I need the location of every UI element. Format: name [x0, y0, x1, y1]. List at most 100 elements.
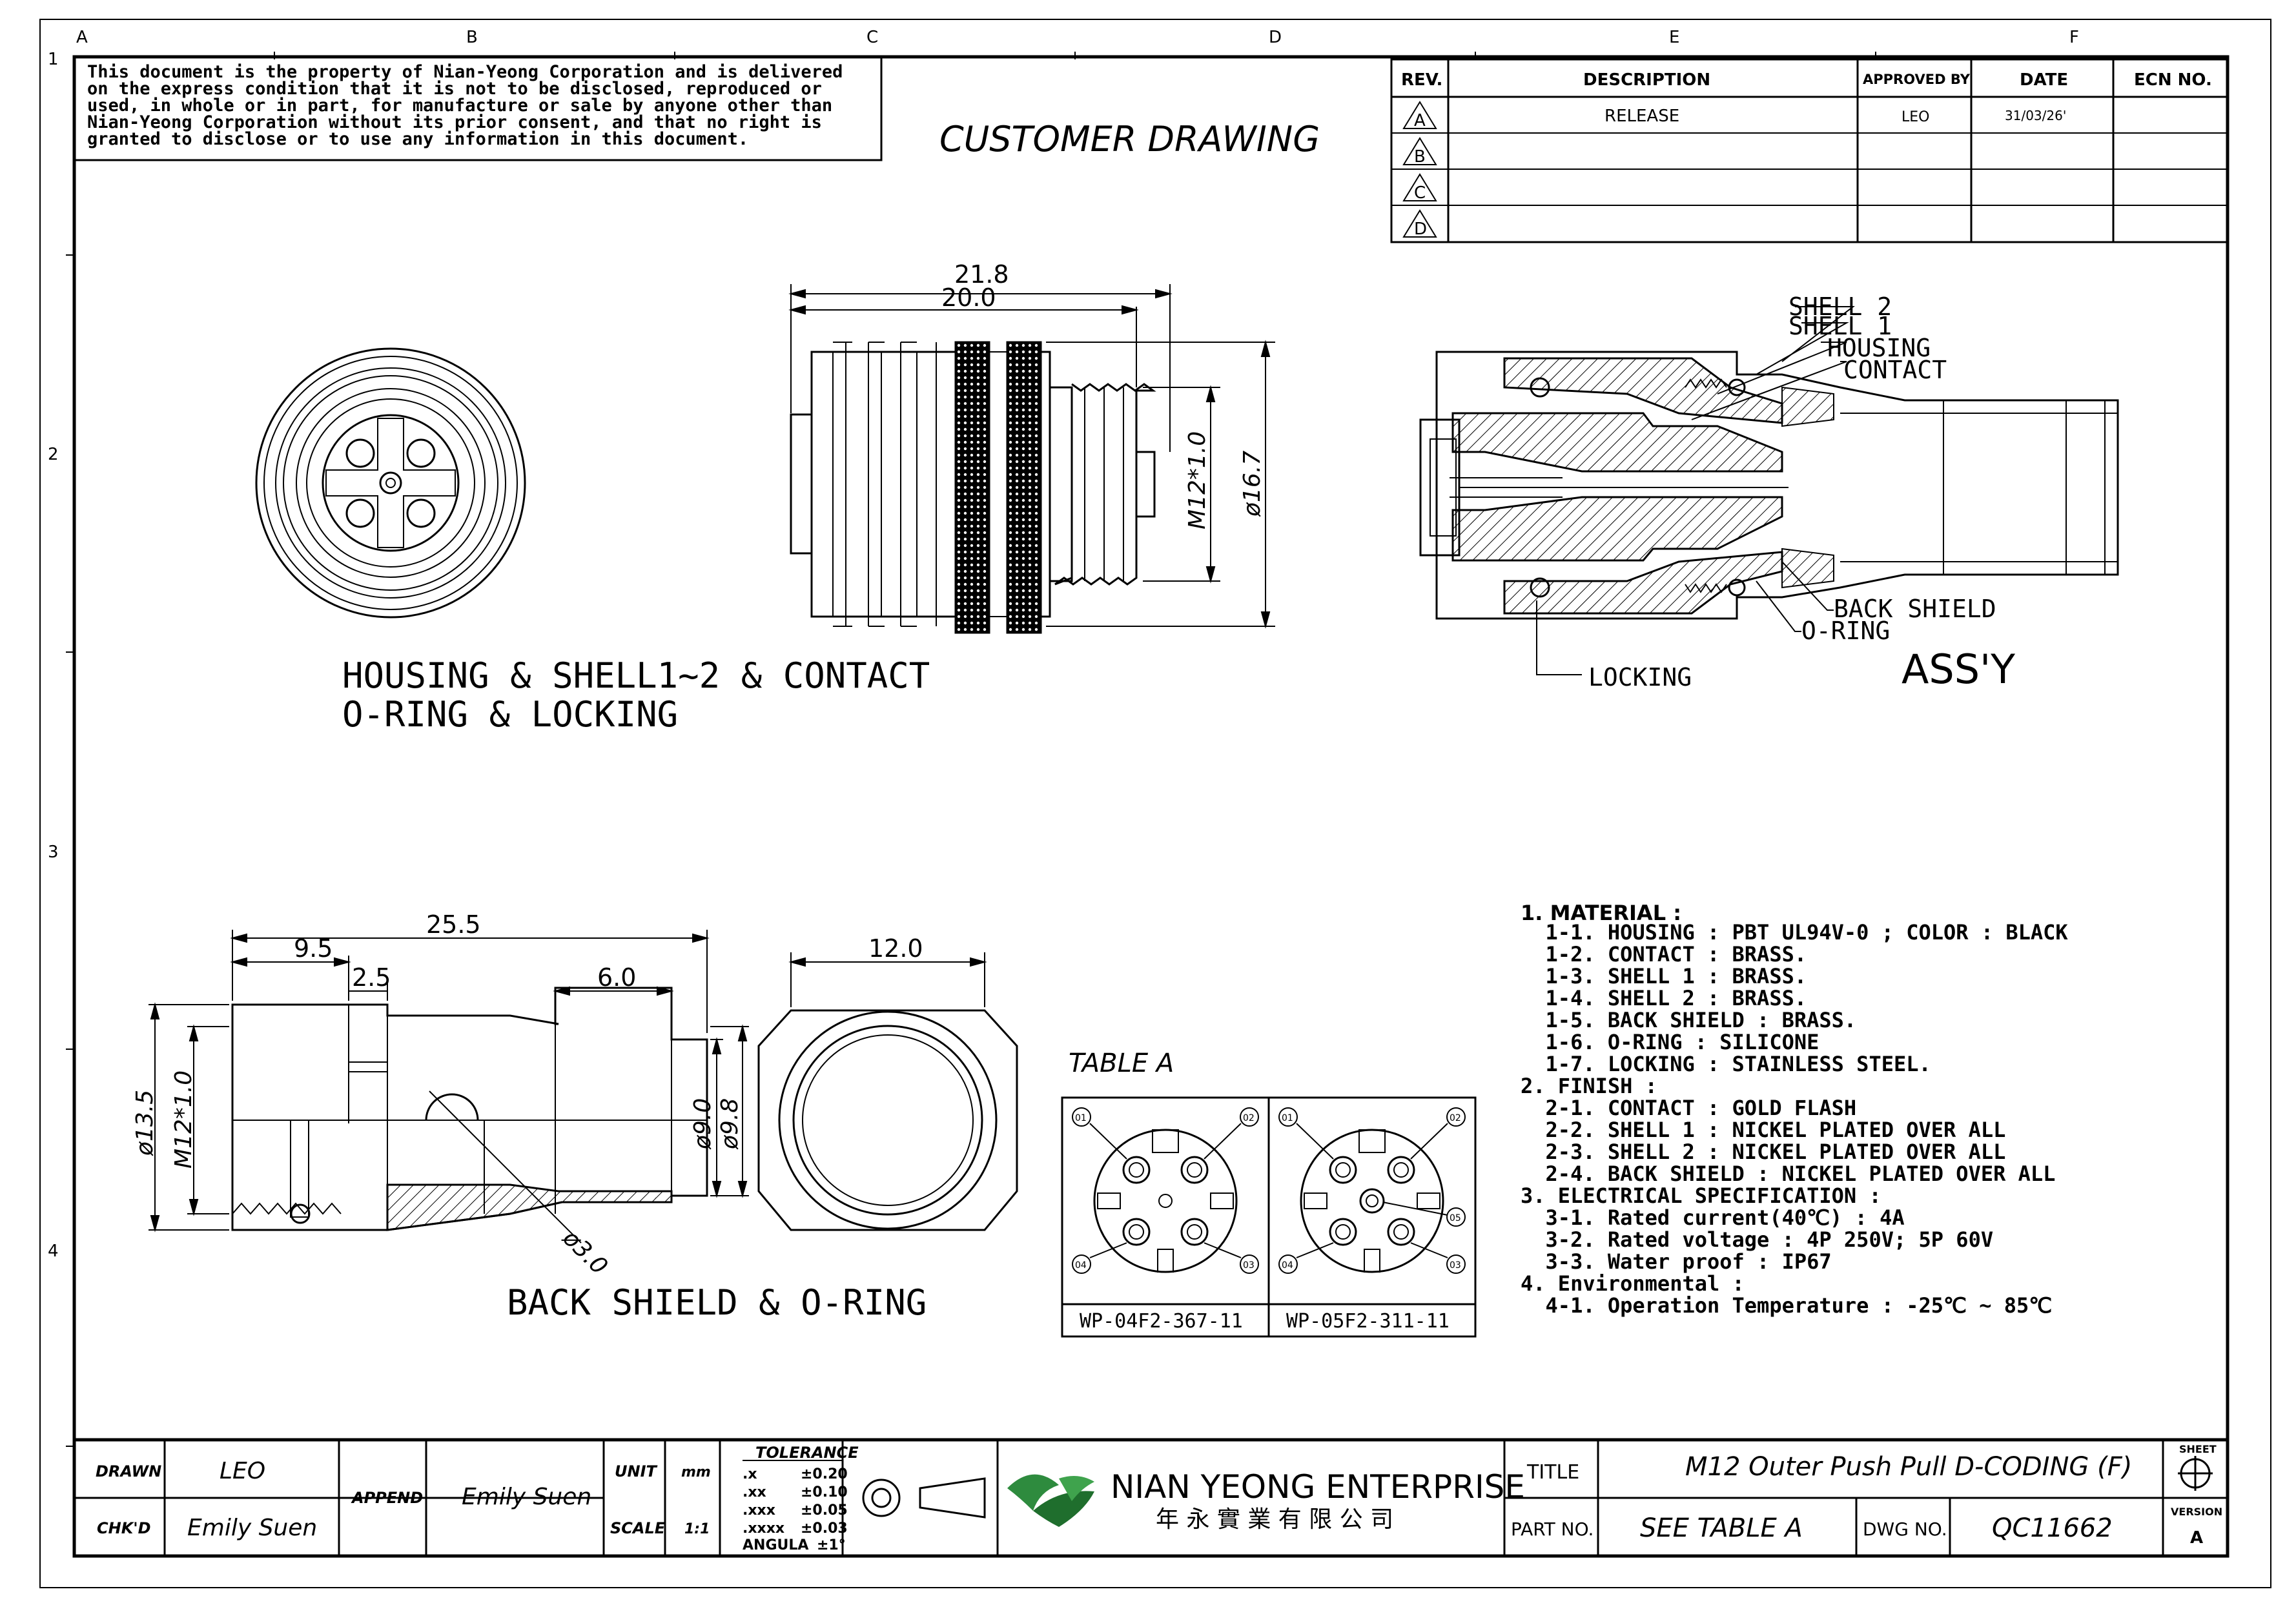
part-label: PART NO. — [1511, 1519, 1594, 1540]
title-label: TITLE — [1526, 1461, 1579, 1484]
tol-key: .x — [743, 1466, 757, 1482]
rev-c: C — [1414, 183, 1426, 203]
company-name-cn: 年 永 實 業 有 限 公 司 — [1156, 1506, 1393, 1533]
outer-frame — [39, 19, 2271, 1588]
dim-12-0: 12.0 — [868, 934, 923, 963]
rev-b: B — [1414, 147, 1426, 167]
spec-line: 1-5. BACK SHIELD : BRASS. — [1521, 1008, 1856, 1032]
side-view: 21.8 20.0 M12*1.0 ø16.7 — [788, 260, 1275, 634]
spec-line: 1. MATERIAL : — [1521, 901, 1681, 925]
header-title: CUSTOMER DRAWING — [939, 119, 1320, 159]
scale-value: 1:1 — [684, 1521, 710, 1537]
dim-21-8: 21.8 — [954, 260, 1009, 289]
rev-a-approved: LEO — [1901, 109, 1929, 125]
sheet-icon — [2178, 1456, 2213, 1491]
part-value: SEE TABLE A — [1640, 1513, 1803, 1543]
notice-text: This document is the property of Nian-Ye… — [87, 62, 843, 149]
hex-view: 12.0 — [757, 934, 1018, 1231]
append-value: Emily Suen — [462, 1484, 591, 1510]
notice-line: on the express condition that it is not … — [87, 79, 822, 99]
notice-line: granted to disclose or to use any inform… — [87, 129, 748, 149]
row-4: 4 — [48, 1242, 59, 1261]
notice-line: Nian-Yeong Corporation without its prior… — [87, 112, 822, 132]
rev-header: REV. — [1401, 70, 1442, 90]
tol-val: ±0.05 — [801, 1502, 848, 1519]
assy-section: SHELL 2 SHELL 1 HOUSING CONTACT BACK SHI… — [1419, 292, 2119, 693]
grid-markers: A B C D E F 1 2 3 4 — [48, 28, 2079, 1447]
spec-line: 2-4. BACK SHIELD : NICKEL PLATED OVER AL… — [1521, 1162, 2055, 1186]
spec-line: 2. FINISH : — [1521, 1074, 1657, 1098]
spec-line: 1-6. O-RING : SILICONE — [1521, 1030, 1819, 1054]
col-b: B — [466, 28, 478, 47]
drawn-label: DRAWN — [96, 1462, 161, 1480]
title-value: M12 Outer Push Pull D-CODING (F) — [1685, 1452, 2132, 1482]
table-a-part-4p: WP-04F2-367-11 — [1080, 1310, 1243, 1333]
scale-label: SCALE — [610, 1519, 666, 1537]
company-name: NIAN YEONG ENTERPRISE — [1111, 1468, 1525, 1506]
top-caption-line2: O-RING & LOCKING — [342, 694, 678, 735]
row-2: 2 — [48, 445, 59, 464]
tol-val: ±1° — [817, 1537, 846, 1553]
approved-header: APPROVED BY — [1863, 72, 1971, 87]
spec-line: 3-3. Water proof : IP67 — [1521, 1249, 1832, 1274]
title-block: DRAWN LEO CHK'D Emily Suen APPEND Emily … — [72, 1438, 2229, 1558]
drawn-value: LEO — [220, 1458, 265, 1484]
assy-label-shell1: SHELL 1 — [1789, 312, 1892, 340]
dim-d16-7: ø16.7 — [1239, 451, 1266, 517]
bottom-caption: BACK SHIELD & O-RING — [507, 1282, 927, 1323]
row-3: 3 — [48, 843, 59, 862]
dim-20-0: 20.0 — [941, 283, 996, 312]
tolerance-title: TOLERANCE — [755, 1444, 859, 1462]
assy-label-shell2: SHELL 2 — [1789, 292, 1892, 321]
sheet-label: SHEET — [2179, 1443, 2217, 1455]
dwg-label: DWG NO. — [1863, 1519, 1947, 1540]
dim-9-5: 9.5 — [294, 934, 333, 963]
tol-val: ±0.03 — [801, 1520, 848, 1537]
dim-d13-5: ø13.5 — [132, 1090, 158, 1156]
pin-label: 04 — [1282, 1260, 1293, 1271]
notice-line: used, in whole or in part, for manufactu… — [87, 96, 832, 116]
col-e: E — [1669, 28, 1679, 47]
chkd-value: Emily Suen — [187, 1515, 317, 1541]
tol-val: ±0.20 — [801, 1466, 848, 1482]
chkd-label: CHK'D — [97, 1519, 151, 1537]
pinout-4p: 01 02 03 04 — [1072, 1107, 1259, 1274]
front-view — [255, 347, 526, 619]
spec-line: 1-7. LOCKING : STAINLESS STEEL. — [1521, 1052, 1931, 1076]
dim-m12-thread: M12*1.0 — [1184, 431, 1211, 529]
spec-line: 3-1. Rated current(40℃) : 4A — [1521, 1205, 1905, 1230]
spec-line: 2-3. SHELL 2 : NICKEL PLATED OVER ALL — [1521, 1140, 2005, 1164]
version-value: A — [2190, 1528, 2203, 1548]
table-a-part-5p: WP-05F2-311-11 — [1286, 1310, 1450, 1333]
spec-line: 2-1. CONTACT : GOLD FLASH — [1521, 1096, 1856, 1120]
col-d: D — [1269, 28, 1282, 47]
projection-symbol-icon — [862, 1477, 986, 1519]
dwg-value: QC11662 — [1992, 1513, 2113, 1543]
rev-d: D — [1414, 220, 1427, 239]
notice-box — [73, 56, 883, 161]
table-a-title: TABLE A — [1069, 1049, 1174, 1078]
assy-title: ASS'Y — [1901, 646, 2015, 693]
spec-line: 1-3. SHELL 1 : BRASS. — [1521, 964, 1807, 988]
pinout-5p: 01 02 03 04 05 — [1278, 1107, 1466, 1274]
pin-label: 02 — [1243, 1113, 1255, 1123]
notice-line: This document is the property of Nian-Ye… — [87, 62, 843, 82]
assy-label-housing: HOUSING — [1827, 334, 1931, 362]
dim-d9-8: ø9.8 — [717, 1098, 743, 1150]
assy-label-back-shield: BACK SHIELD — [1834, 595, 1996, 623]
assy-label-o-ring: O-RING — [1801, 617, 1890, 645]
description-header: DESCRIPTION — [1583, 70, 1710, 90]
rev-a-date: 31/03/26' — [2005, 108, 2066, 123]
pin-label: 03 — [1243, 1260, 1255, 1271]
date-header: DATE — [2020, 70, 2068, 90]
spec-line: 1-4. SHELL 2 : BRASS. — [1521, 986, 1807, 1010]
spec-line: 4-1. Operation Temperature : -25℃ ~ 85℃ — [1521, 1293, 2052, 1318]
tol-key: .xx — [743, 1484, 766, 1500]
revision-table: REV. DESCRIPTION APPROVED BY DATE ECN NO… — [1390, 58, 2229, 243]
rev-a-description: RELEASE — [1604, 107, 1679, 126]
tol-val: ±0.10 — [801, 1484, 848, 1500]
tol-key: .xxxx — [743, 1520, 784, 1537]
rev-a: A — [1414, 111, 1426, 130]
col-a: A — [76, 28, 88, 47]
